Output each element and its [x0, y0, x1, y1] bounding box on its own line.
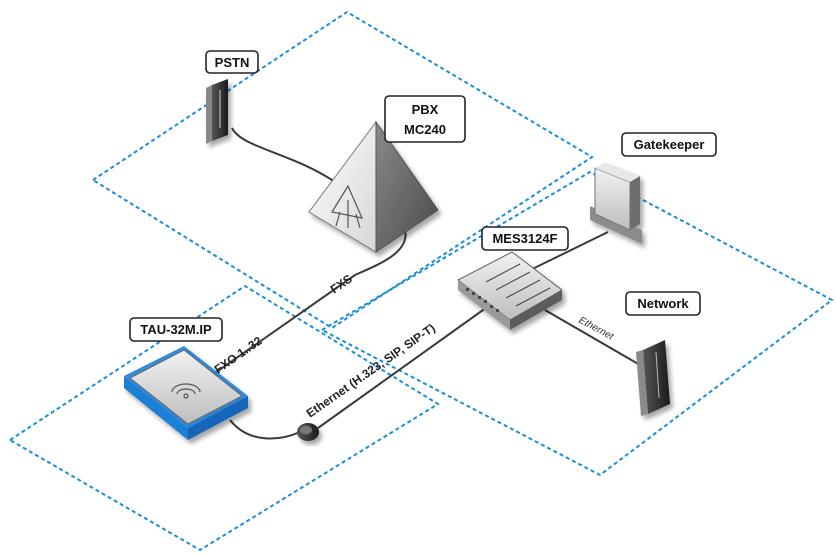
cable-adapter-switch [317, 304, 491, 429]
link-label-fxs: FXS [328, 272, 355, 297]
zone-gateway [8, 284, 440, 552]
label-switch-text: MES3124F [492, 231, 557, 246]
cable-pbx-gateway [204, 229, 407, 381]
zone-pstn-pbx [91, 10, 594, 330]
ethernet-switch-icon [457, 251, 563, 330]
label-network-text: Network [637, 296, 689, 311]
label-pstn-text: PSTN [215, 55, 250, 70]
label-pbx-line2: MC240 [404, 122, 446, 137]
cables [204, 127, 641, 440]
cable-switch-gatekeeper [519, 231, 609, 276]
power-adapter-icon [297, 423, 319, 441]
label-gateway-text: TAU-32M.IP [140, 322, 212, 337]
label-pbx: PBX MC240 [384, 95, 466, 143]
zone-network [319, 170, 834, 477]
label-pbx-line1: PBX [412, 102, 439, 117]
cable-pstn-pbx [231, 127, 336, 183]
label-gatekeeper: Gatekeeper [621, 132, 717, 157]
label-gateway: TAU-32M.IP [129, 317, 223, 342]
pyramid-pbx-icon [308, 120, 439, 253]
wall-panel-icon [206, 79, 228, 144]
label-switch: MES3124F [481, 226, 569, 251]
cable-switch-network [544, 309, 641, 366]
label-pstn: PSTN [205, 50, 259, 74]
label-gatekeeper-text: Gatekeeper [634, 137, 705, 152]
gateway-device-icon [124, 346, 248, 440]
link-label-ethernet-gateway: Ethernet (H.323, SIP, SIP-T) [304, 321, 438, 421]
cable-gateway-adapter [229, 419, 301, 440]
server-tower-icon [590, 162, 642, 244]
label-network: Network [625, 291, 701, 316]
network-panel-icon [636, 340, 670, 416]
